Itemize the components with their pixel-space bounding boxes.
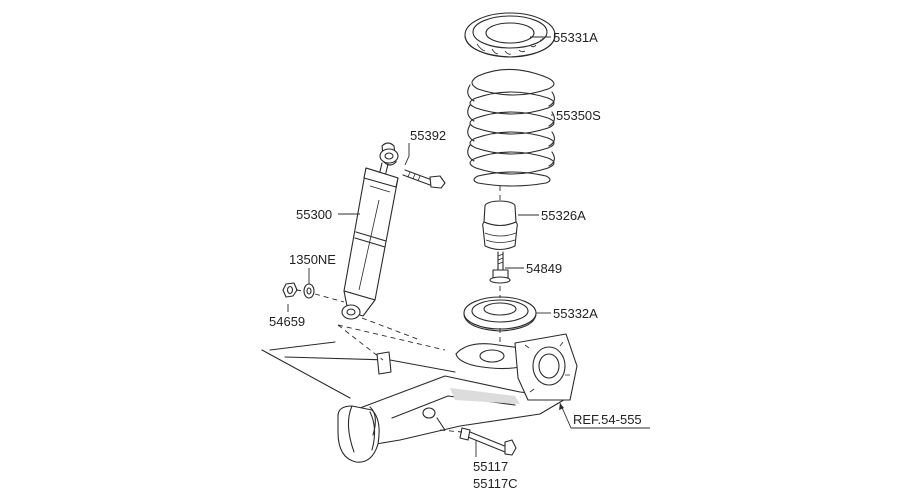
rear-axle-assembly — [261, 333, 578, 463]
label-shock-absorber: 55300 — [296, 207, 332, 222]
label-nut: 54659 — [269, 314, 305, 329]
label-lower-spring-seat: 55332A — [553, 306, 598, 321]
coil-spring — [467, 68, 555, 187]
upper-bolt — [402, 169, 446, 189]
label-upper-spring-seat: 55331A — [553, 30, 598, 45]
label-upper-bolt: 55392 — [410, 128, 446, 143]
washer — [303, 283, 315, 299]
bumper-stopper — [482, 200, 518, 251]
label-reference: REF.54-555 — [573, 412, 642, 427]
leader-lines — [287, 36, 650, 457]
lower-spring-seat — [463, 296, 537, 332]
label-lower-bolt-1: 55117 — [473, 459, 508, 474]
label-coil-spring: 55350S — [556, 108, 601, 123]
label-bumper-bolt: 54849 — [526, 261, 562, 276]
lower-bolt — [459, 427, 517, 456]
assembly-guide-lines — [295, 186, 501, 433]
upper-spring-seat — [464, 12, 556, 58]
label-bumper-stopper: 55326A — [541, 208, 586, 223]
label-washer: 1350NE — [289, 252, 336, 267]
nut — [282, 282, 298, 298]
shock-absorber — [341, 142, 399, 320]
bumper-bolt — [489, 251, 511, 284]
label-lower-bolt-2: 55117C — [473, 476, 518, 491]
